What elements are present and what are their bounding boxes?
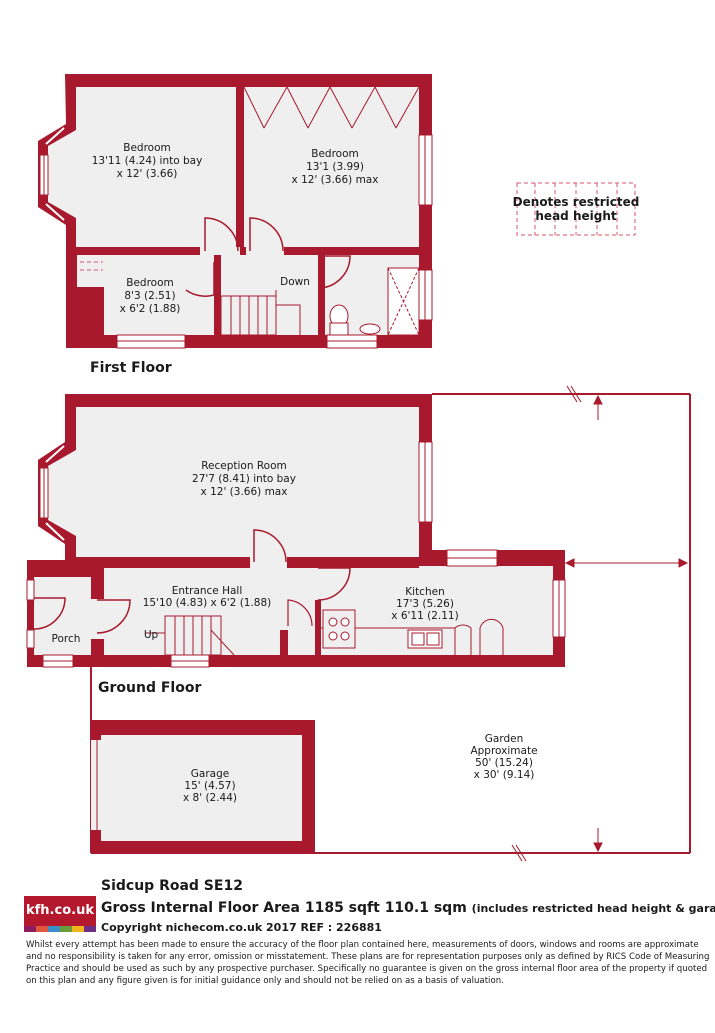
garage-dim2: x 8' (2.44)	[183, 792, 237, 804]
bedroom-2-area	[244, 87, 419, 247]
window	[26, 441, 566, 668]
reception-name: Reception Room	[201, 460, 287, 472]
bedroom-1-area	[48, 87, 236, 247]
reception-room-area	[48, 407, 419, 557]
copyright: Copyright nichecom.co.uk 2017 REF : 2268…	[101, 921, 382, 934]
first-floor-plan: Bedroom 13'11 (4.24) into bay x 12' (3.6…	[38, 74, 433, 349]
legend-line-1: Denotes restricted	[512, 195, 640, 209]
floor-area-value: Gross Internal Floor Area 1185 sqft 110.…	[101, 900, 467, 916]
legend-text: Denotes restricted head height	[512, 195, 640, 223]
garage-name: Garage	[191, 768, 229, 780]
hall-name: Entrance Hall	[172, 585, 243, 597]
kitchen-name: Kitchen	[405, 586, 444, 598]
bedroom-2-name: Bedroom	[311, 148, 359, 160]
bathroom-fittings	[329, 267, 420, 336]
legend-line-2: head height	[535, 209, 617, 223]
landing-area	[221, 255, 318, 335]
door	[33, 529, 351, 639]
floor-area-note: (includes restricted head height & garag…	[471, 902, 715, 915]
door	[185, 217, 351, 297]
staircase	[145, 615, 235, 656]
garden-name: Garden	[485, 733, 523, 745]
garden-dim1: 50' (15.24)	[475, 757, 533, 769]
kitchen-dim1: 17'3 (5.26)	[396, 598, 454, 610]
ground-floor-label: Ground Floor	[98, 680, 202, 696]
stairs-down-label: Down	[280, 276, 310, 288]
floor-plan: Bedroom 13'11 (4.24) into bay x 12' (3.6…	[26, 74, 691, 862]
entrance-hall-area	[104, 568, 315, 655]
kitchen-fittings	[321, 609, 504, 655]
wardrobe	[243, 86, 420, 129]
bedroom-3-dim1: 8'3 (2.51)	[124, 290, 175, 302]
garage-dim1: 15' (4.57)	[184, 780, 235, 792]
stairs-up-label: Up	[144, 629, 159, 641]
garage-area	[101, 735, 302, 841]
floor-area: Gross Internal Floor Area 1185 sqft 110.…	[101, 900, 715, 916]
disclaimer: Whilst every attempt has been made to en…	[26, 940, 710, 986]
reception-dim1: 27'7 (8.41) into bay	[192, 473, 296, 485]
bedroom-3-area	[77, 255, 214, 335]
bedroom-2-dim2: x 12' (3.66) max	[292, 174, 379, 186]
garden-line2: Approximate	[470, 745, 537, 757]
property-address: Sidcup Road SE12	[101, 878, 243, 894]
bedroom-3-dim2: x 6'2 (1.88)	[120, 303, 181, 315]
kitchen-dim2: x 6'11 (2.11)	[391, 610, 458, 622]
window	[39, 134, 433, 349]
staircase	[220, 290, 301, 336]
porch-area	[34, 577, 91, 655]
bedroom-1-dim1: 13'11 (4.24) into bay	[92, 155, 203, 167]
restricted-height-legend	[516, 182, 636, 236]
reception-dim2: x 12' (3.66) max	[201, 486, 288, 498]
garden-dim2: x 30' (9.14)	[474, 769, 535, 781]
logo-stripes	[24, 926, 96, 932]
kfh-logo: kfh.co.uk	[24, 896, 96, 934]
ground-floor-plan: Reception Room 27'7 (8.41) into bay x 12…	[26, 385, 691, 862]
bedroom-1-dim2: x 12' (3.66)	[117, 168, 178, 180]
hall-dim1: 15'10 (4.83) x 6'2 (1.88)	[143, 597, 272, 609]
bedroom-2-dim1: 13'1 (3.99)	[306, 161, 364, 173]
first-floor-label: First Floor	[90, 360, 172, 376]
logo-text: kfh.co.uk	[24, 896, 96, 926]
bedroom-3-name: Bedroom	[126, 277, 174, 289]
bedroom-1-name: Bedroom	[123, 142, 171, 154]
porch-name: Porch	[52, 633, 81, 645]
